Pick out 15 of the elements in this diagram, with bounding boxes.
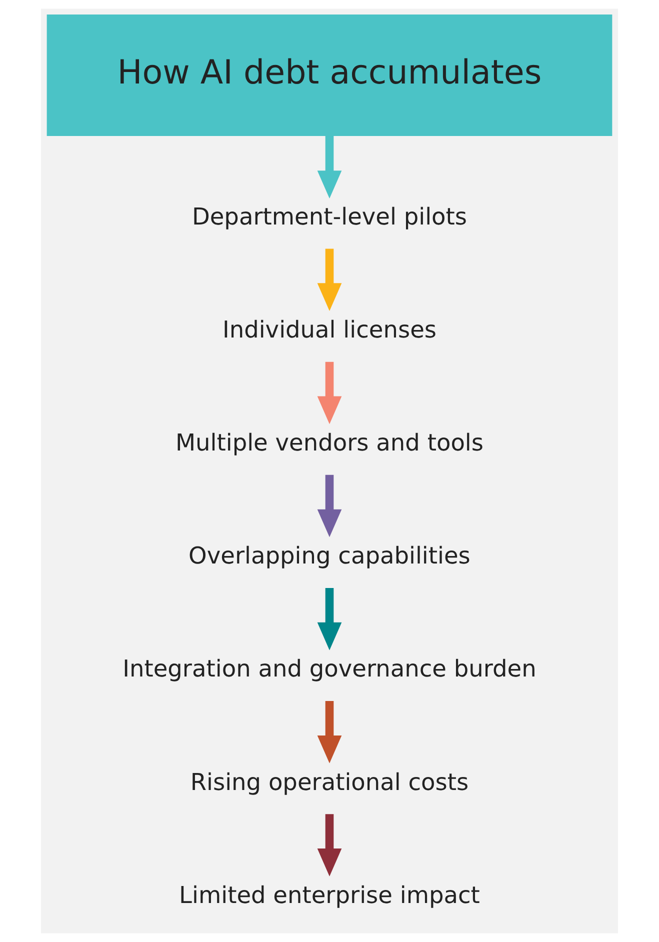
node-text: Integration and governance burden [122,656,536,683]
node-text: Department-level pilots [192,203,468,230]
node-text: Limited enterprise impact [179,882,480,909]
node-text: Rising operational costs [190,768,469,796]
arrow [317,588,342,650]
node-text: Individual licenses [222,316,437,344]
arrow [317,135,342,198]
node-text: Multiple vendors and tools [175,430,484,457]
arrow [317,248,342,312]
arrow [317,814,342,876]
arrow [317,474,342,538]
node-text: Overlapping capabilities [188,542,470,570]
node-box: How AI debt accumulates [46,14,612,136]
arrow [317,701,342,764]
arrow [317,362,342,424]
